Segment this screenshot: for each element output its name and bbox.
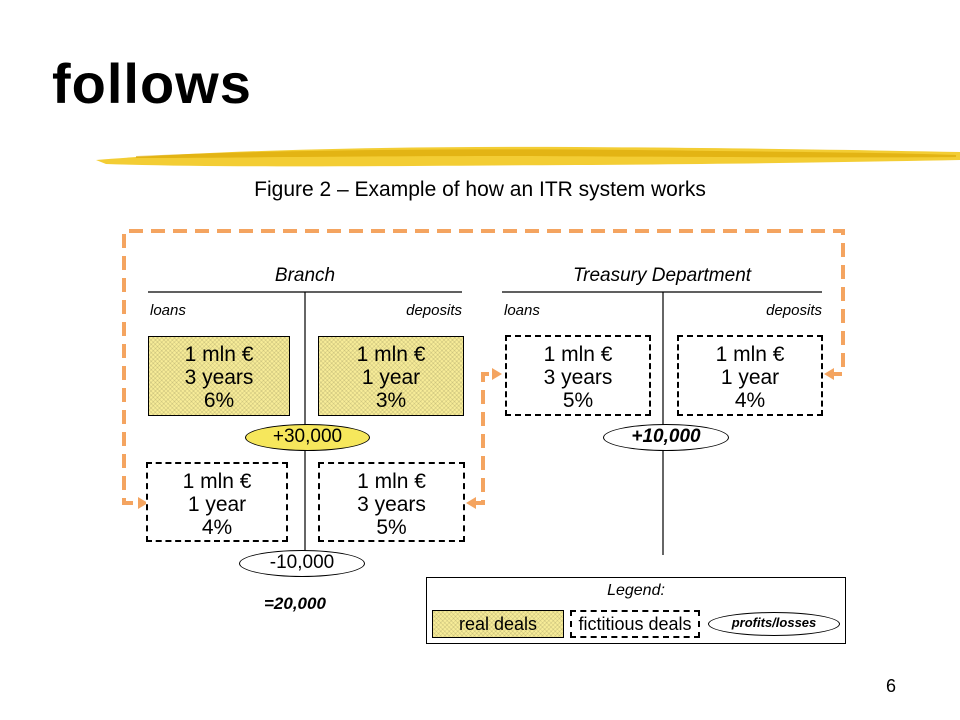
arrowhead-treasury-deposit — [824, 368, 834, 380]
branch-fict-deposit-rate: 5% — [376, 516, 407, 539]
title-underline-brush — [96, 146, 960, 167]
arrow-branch-to-treasury-loan — [472, 372, 494, 505]
branch-fict-loan-box: 1 mln € 1 year 4% — [146, 462, 288, 542]
branch-deposits-label: deposits — [406, 302, 462, 319]
branch-real-loan-box: 1 mln € 3 years 6% — [148, 336, 290, 416]
legend-title: Legend: — [607, 582, 665, 599]
treasury-fict-loan-term: 3 years — [543, 366, 613, 389]
treasury-profit-pill: +10,000 — [603, 424, 729, 451]
treasury-fict-loan-amount: 1 mln € — [543, 343, 613, 366]
treasury-fict-loan-rate: 5% — [562, 389, 594, 412]
branch-title: Branch — [274, 265, 336, 286]
legend-profits-losses: profits/losses — [708, 612, 840, 636]
branch-fict-loan-term: 1 year — [187, 493, 247, 516]
arrowhead-branch-deposit — [466, 497, 476, 509]
branch-real-deposit-box: 1 mln € 1 year 3% — [318, 336, 464, 416]
legend-real-deals: real deals — [432, 610, 564, 638]
slide-title: follows — [52, 52, 252, 115]
branch-real-loan-amount: 1 mln € — [184, 343, 254, 366]
branch-real-deposit-term: 1 year — [361, 366, 421, 389]
arrow-treasury-to-branch-loan — [122, 229, 845, 505]
branch-fict-deposit-box: 1 mln € 3 years 5% — [318, 462, 465, 542]
treasury-title: Treasury Department — [572, 265, 752, 286]
branch-total: =20,000 — [264, 594, 326, 613]
branch-fict-deposit-term: 3 years — [357, 493, 426, 516]
page-number: 6 — [886, 676, 897, 696]
treasury-fict-deposit-term: 1 year — [720, 366, 780, 389]
arrowhead-branch-loan — [138, 497, 148, 509]
branch-loans-label: loans — [150, 302, 186, 319]
figure-title: Figure 2 – Example of how an ITR system … — [254, 178, 706, 201]
treasury-fict-deposit-box: 1 mln € 1 year 4% — [677, 335, 823, 416]
branch-real-deposit-amount: 1 mln € — [356, 343, 426, 366]
treasury-deposits-label: deposits — [766, 302, 822, 319]
branch-fict-loan-rate: 4% — [201, 516, 233, 539]
branch-fict-loan-amount: 1 mln € — [182, 470, 252, 493]
treasury-fict-deposit-rate: 4% — [734, 389, 766, 412]
branch-real-loan-rate: 6% — [203, 389, 235, 412]
treasury-fict-deposit-amount: 1 mln € — [715, 343, 785, 366]
branch-real-loan-term: 3 years — [184, 366, 254, 389]
legend-fictitious-deals: fictitious deals — [570, 610, 700, 638]
branch-real-deposit-rate: 3% — [375, 389, 407, 412]
branch-profit-bottom-pill: -10,000 — [239, 550, 365, 577]
arrowhead-treasury-loan — [492, 368, 502, 380]
branch-profit-top-pill: +30,000 — [245, 424, 370, 451]
treasury-fict-loan-box: 1 mln € 3 years 5% — [505, 335, 651, 416]
branch-fict-deposit-amount: 1 mln € — [357, 470, 426, 493]
treasury-loans-label: loans — [504, 302, 540, 319]
